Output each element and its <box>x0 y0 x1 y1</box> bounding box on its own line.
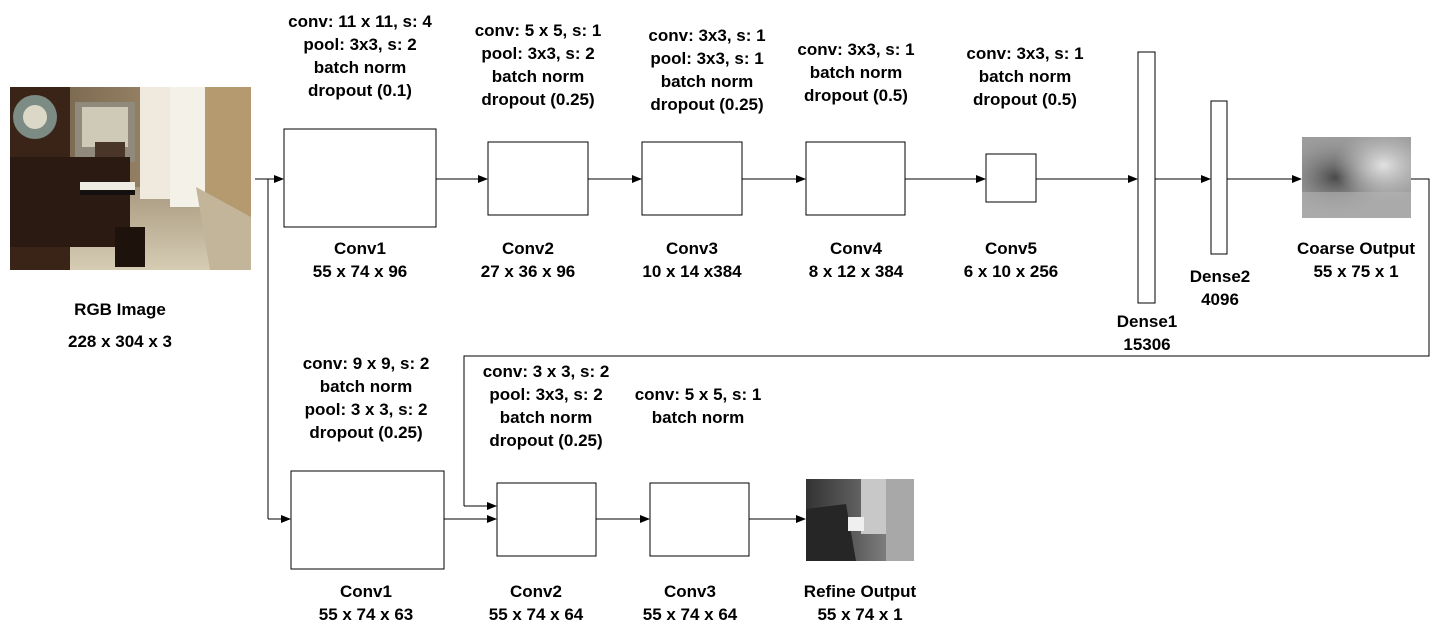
refine-conv1-label: Conv1 55 x 74 x 63 <box>266 580 466 626</box>
refine-output-depth-map <box>806 479 914 561</box>
refine-conv3-params: conv: 5 x 5, s: 1 batch norm <box>598 383 798 429</box>
coarse-conv4-params: conv: 3x3, s: 1 batch norm dropout (0.5) <box>756 38 956 107</box>
param-line: dropout (0.25) <box>481 90 595 109</box>
param-line: conv: 3x3, s: 1 <box>648 26 766 45</box>
coarse-conv1-box <box>283 128 437 228</box>
layer-name: Conv2 <box>502 239 554 258</box>
layer-dims: 55 x 74 x 96 <box>312 262 408 281</box>
output-dims: 55 x 74 x 1 <box>817 605 903 624</box>
param-line: pool: 3x3, s: 2 <box>489 385 603 404</box>
rgb-image-title: RGB Image <box>74 300 166 319</box>
layer-name: Dense2 <box>1189 267 1251 286</box>
dense1-box <box>1137 51 1156 304</box>
layer-name: Conv2 <box>510 582 562 601</box>
refine-conv2-box <box>496 482 597 557</box>
output-title: Coarse Output <box>1296 239 1416 258</box>
coarse-conv3-box <box>641 141 743 216</box>
param-line: batch norm <box>809 63 903 82</box>
param-line: conv: 5 x 5, s: 1 <box>474 21 602 40</box>
param-line: batch norm <box>491 67 585 86</box>
dense1-label: Dense1 15306 <box>1087 310 1207 356</box>
param-line: batch norm <box>499 408 593 427</box>
param-line: batch norm <box>660 72 754 91</box>
param-line: conv: 3 x 3, s: 2 <box>482 362 610 381</box>
coarse-conv1-label: Conv1 55 x 74 x 96 <box>260 237 460 283</box>
refine-conv2-label: Conv2 55 x 74 x 64 <box>436 580 636 626</box>
dense2-label: Dense2 4096 <box>1160 265 1280 311</box>
layer-name: Dense1 <box>1116 312 1178 331</box>
layer-dims: 55 x 74 x 63 <box>318 605 414 624</box>
coarse-conv2-label: Conv2 27 x 36 x 96 <box>428 237 628 283</box>
layer-dims: 55 x 74 x 64 <box>642 605 738 624</box>
param-line: dropout (0.1) <box>308 81 412 100</box>
coarse-conv5-box <box>985 153 1037 203</box>
coarse-conv1-params: conv: 11 x 11, s: 4 pool: 3x3, s: 2 batc… <box>260 10 460 102</box>
coarse-conv2-params: conv: 5 x 5, s: 1 pool: 3x3, s: 2 batch … <box>438 19 638 111</box>
refine-conv1-params: conv: 9 x 9, s: 2 batch norm pool: 3 x 3… <box>266 352 466 444</box>
param-line: conv: 3x3, s: 1 <box>966 44 1084 63</box>
param-line: batch norm <box>978 67 1072 86</box>
param-line: conv: 11 x 11, s: 4 <box>288 12 432 31</box>
refine-conv2-params: conv: 3 x 3, s: 2 pool: 3x3, s: 2 batch … <box>446 360 646 452</box>
param-line: dropout (0.25) <box>489 431 603 450</box>
param-line: conv: 9 x 9, s: 2 <box>302 354 430 373</box>
param-line: batch norm <box>319 377 413 396</box>
coarse-output-label: Coarse Output 55 x 75 x 1 <box>1266 237 1443 283</box>
coarse-conv4-label: Conv4 8 x 12 x 384 <box>756 237 956 283</box>
layer-dims: 55 x 74 x 64 <box>488 605 584 624</box>
param-line: dropout (0.5) <box>804 86 908 105</box>
param-line: dropout (0.5) <box>973 90 1077 109</box>
rgb-image-dims: 228 x 304 x 3 <box>68 332 172 351</box>
param-line: pool: 3x3, s: 2 <box>481 44 595 63</box>
coarse-conv5-params: conv: 3x3, s: 1 batch norm dropout (0.5) <box>925 42 1125 111</box>
output-title: Refine Output <box>803 582 917 601</box>
param-line: conv: 3x3, s: 1 <box>797 40 915 59</box>
layer-name: Conv1 <box>334 239 386 258</box>
coarse-conv2-box <box>487 141 589 216</box>
layer-dims: 4096 <box>1201 290 1239 309</box>
connector-coarse-feedback <box>463 178 1430 506</box>
param-line: conv: 5 x 5, s: 1 <box>634 385 762 404</box>
coarse-conv3-label: Conv3 10 x 14 x384 <box>592 237 792 283</box>
coarse-conv3-params: conv: 3x3, s: 1 pool: 3x3, s: 1 batch no… <box>607 24 807 116</box>
layer-dims: 10 x 14 x384 <box>642 262 742 281</box>
param-line: pool: 3x3, s: 2 <box>303 35 417 54</box>
layer-dims: 6 x 10 x 256 <box>963 262 1059 281</box>
param-line: batch norm <box>651 408 745 427</box>
rgb-image-label: RGB Image 228 x 304 x 3 <box>20 298 220 353</box>
coarse-output-depth-map <box>1302 137 1411 218</box>
coarse-conv5-label: Conv5 6 x 10 x 256 <box>911 237 1111 283</box>
refine-conv3-box <box>649 482 750 557</box>
rgb-input-image <box>10 87 251 270</box>
refine-output-label: Refine Output 55 x 74 x 1 <box>770 580 950 626</box>
refine-conv1-box <box>290 470 445 570</box>
layer-dims: 15306 <box>1123 335 1171 354</box>
param-line: dropout (0.25) <box>309 423 423 442</box>
layer-name: Conv3 <box>666 239 718 258</box>
dense2-box <box>1210 100 1228 255</box>
param-line: batch norm <box>313 58 407 77</box>
layer-name: Conv5 <box>985 239 1037 258</box>
param-line: pool: 3x3, s: 1 <box>650 49 764 68</box>
layer-name: Conv4 <box>830 239 882 258</box>
param-line: pool: 3 x 3, s: 2 <box>304 400 428 419</box>
layer-name: Conv1 <box>340 582 392 601</box>
coarse-conv4-box <box>805 141 906 216</box>
output-dims: 55 x 75 x 1 <box>1313 262 1399 281</box>
layer-dims: 27 x 36 x 96 <box>480 262 576 281</box>
refine-conv3-label: Conv3 55 x 74 x 64 <box>590 580 790 626</box>
param-line: dropout (0.25) <box>650 95 764 114</box>
layer-name: Conv3 <box>664 582 716 601</box>
layer-dims: 8 x 12 x 384 <box>808 262 904 281</box>
